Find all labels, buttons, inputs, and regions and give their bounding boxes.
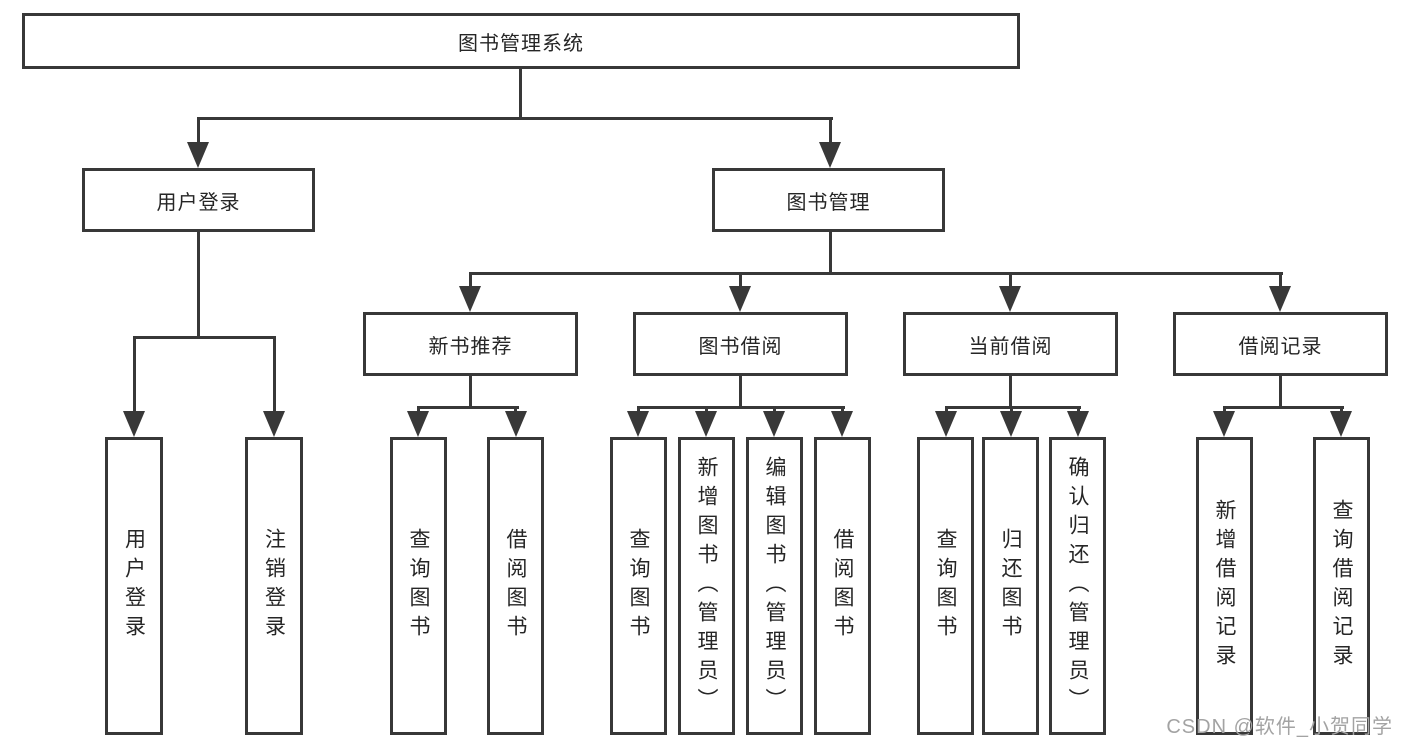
node-current-borrowing: 当前借阅 bbox=[903, 312, 1118, 376]
node-book-borrowing: 图书借阅 bbox=[633, 312, 848, 376]
connector-line bbox=[273, 336, 276, 414]
node-label: 新书推荐 bbox=[428, 335, 513, 358]
connector-line bbox=[1279, 376, 1282, 409]
arrowhead-down-icon bbox=[407, 411, 429, 437]
node-label: 编辑图书（管理员） bbox=[763, 455, 786, 717]
node-label: 确认归还（管理员） bbox=[1066, 455, 1089, 717]
node-label: 查询图书 bbox=[627, 528, 650, 644]
arrowhead-down-icon bbox=[1269, 286, 1291, 312]
connector-line bbox=[1279, 272, 1282, 290]
connector-line bbox=[829, 117, 832, 147]
leaf-user-login: 用户登录 bbox=[105, 437, 163, 735]
arrowhead-down-icon bbox=[695, 411, 717, 437]
arrowhead-down-icon bbox=[935, 411, 957, 437]
watermark: CSDN @软件_小贺同学 bbox=[1166, 716, 1393, 738]
node-label: 归还图书 bbox=[999, 528, 1022, 644]
arrowhead-down-icon bbox=[123, 411, 145, 437]
leaf-edit-book-admin: 编辑图书（管理员） bbox=[746, 437, 803, 735]
connector-line bbox=[1223, 406, 1226, 415]
node-label: 查询借阅记录 bbox=[1330, 499, 1353, 673]
arrowhead-down-icon bbox=[505, 411, 527, 437]
leaf-query-book-3: 查询图书 bbox=[917, 437, 974, 735]
node-borrowing-records: 借阅记录 bbox=[1173, 312, 1388, 376]
connector-line bbox=[637, 406, 640, 415]
connector-line bbox=[133, 336, 136, 414]
arrowhead-down-icon bbox=[999, 286, 1021, 312]
connector-line bbox=[841, 406, 844, 415]
connector-line bbox=[1009, 376, 1012, 409]
connector-line bbox=[1010, 406, 1013, 415]
connector-line bbox=[945, 406, 948, 415]
leaf-return-book: 归还图书 bbox=[982, 437, 1039, 735]
node-label: 新增借阅记录 bbox=[1213, 499, 1236, 673]
connector-line bbox=[197, 117, 200, 147]
leaf-borrow-book-2: 借阅图书 bbox=[814, 437, 871, 735]
leaf-query-book-2: 查询图书 bbox=[610, 437, 667, 735]
connector-line bbox=[1009, 272, 1012, 290]
node-label: 借阅图书 bbox=[504, 528, 527, 644]
arrowhead-down-icon bbox=[763, 411, 785, 437]
node-new-book-recommend: 新书推荐 bbox=[363, 312, 578, 376]
connector-line bbox=[1340, 406, 1343, 415]
arrowhead-down-icon bbox=[263, 411, 285, 437]
leaf-add-borrow-record: 新增借阅记录 bbox=[1196, 437, 1253, 735]
node-label: 查询图书 bbox=[407, 528, 430, 644]
arrowhead-down-icon bbox=[627, 411, 649, 437]
node-label: 注销登录 bbox=[262, 528, 286, 644]
node-label: 新增图书（管理员） bbox=[695, 455, 718, 717]
leaf-query-borrow-record: 查询借阅记录 bbox=[1313, 437, 1370, 735]
connector-line bbox=[739, 376, 742, 409]
leaf-logout: 注销登录 bbox=[245, 437, 303, 735]
node-label: 图书管理 bbox=[786, 191, 871, 214]
node-label: 查询图书 bbox=[934, 528, 957, 644]
leaf-borrow-book-1: 借阅图书 bbox=[487, 437, 544, 735]
node-label: 借阅图书 bbox=[831, 528, 854, 644]
node-label: 用户登录 bbox=[122, 528, 146, 644]
connector-line bbox=[469, 272, 1283, 275]
arrowhead-down-icon bbox=[729, 286, 751, 312]
arrowhead-down-icon bbox=[187, 142, 209, 168]
connector-line bbox=[637, 406, 845, 409]
connector-line bbox=[133, 336, 276, 339]
connector-line bbox=[514, 406, 517, 415]
connector-line bbox=[519, 69, 522, 119]
connector-line bbox=[773, 406, 776, 415]
arrowhead-down-icon bbox=[1213, 411, 1235, 437]
leaf-confirm-return-admin: 确认归还（管理员） bbox=[1049, 437, 1106, 735]
connector-line bbox=[739, 272, 742, 290]
connector-line bbox=[1077, 406, 1080, 415]
node-book-management: 图书管理 bbox=[712, 168, 945, 232]
arrowhead-down-icon bbox=[1330, 411, 1352, 437]
arrowhead-down-icon bbox=[459, 286, 481, 312]
node-label: 用户登录 bbox=[156, 191, 241, 214]
connector-line bbox=[417, 406, 420, 415]
arrowhead-down-icon bbox=[1000, 411, 1022, 437]
connector-line bbox=[197, 232, 200, 339]
connector-line bbox=[469, 272, 472, 290]
arrowhead-down-icon bbox=[1067, 411, 1089, 437]
connector-line bbox=[1223, 406, 1344, 409]
node-user-login: 用户登录 bbox=[82, 168, 315, 232]
connector-line bbox=[705, 406, 708, 415]
connector-line bbox=[469, 376, 472, 409]
node-root-system: 图书管理系统 bbox=[22, 13, 1020, 69]
connector-line bbox=[417, 406, 519, 409]
node-label: 借阅记录 bbox=[1238, 335, 1323, 358]
node-label: 图书借阅 bbox=[698, 335, 783, 358]
leaf-add-book-admin: 新增图书（管理员） bbox=[678, 437, 735, 735]
arrowhead-down-icon bbox=[819, 142, 841, 168]
arrowhead-down-icon bbox=[831, 411, 853, 437]
connector-line bbox=[829, 232, 832, 275]
leaf-query-book-1: 查询图书 bbox=[390, 437, 447, 735]
connector-line bbox=[197, 117, 833, 120]
connector-line bbox=[945, 406, 1081, 409]
node-label: 图书管理系统 bbox=[458, 32, 584, 55]
node-label: 当前借阅 bbox=[968, 335, 1053, 358]
